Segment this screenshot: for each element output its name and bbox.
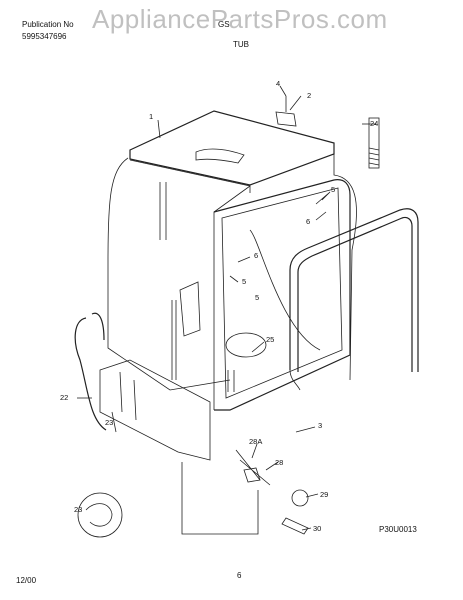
callout-22: 22 xyxy=(60,393,68,402)
leader-lines xyxy=(77,85,376,535)
callout-5a: 5 xyxy=(331,185,335,194)
callout-2: 2 xyxy=(307,91,311,100)
publication-number-label: Publication No xyxy=(22,20,74,29)
callout-4: 4 xyxy=(276,79,280,88)
door-gasket xyxy=(289,208,419,391)
watermark: AppliancePartsPros.com xyxy=(92,4,388,34)
callout-5c: 5 xyxy=(255,293,259,302)
callout-29: 29 xyxy=(320,490,328,499)
float-switch-parts xyxy=(243,467,309,535)
section-title: TUB xyxy=(233,40,249,49)
model-number: GS xyxy=(218,20,230,29)
callout-6a: 6 xyxy=(254,251,258,260)
callout-23b: 23 xyxy=(74,505,82,514)
part-number: 5995347696 xyxy=(22,32,67,41)
callout-23a: 23 xyxy=(105,418,113,427)
clamp-inset xyxy=(77,492,123,538)
callout-25: 25 xyxy=(266,335,274,344)
spring-part xyxy=(368,117,380,169)
revision-date: 12/00 xyxy=(16,576,37,585)
tub-body xyxy=(107,110,357,410)
page-number: 6 xyxy=(237,571,242,580)
bracket-part xyxy=(275,96,297,127)
drain-hose xyxy=(74,312,107,431)
callout-24: 24 xyxy=(370,119,378,128)
tub-base xyxy=(99,332,271,486)
callout-28: 28 xyxy=(275,458,283,467)
tub-front-frame xyxy=(213,179,351,411)
callout-1: 1 xyxy=(149,112,153,121)
figure-code: P30U0013 xyxy=(379,525,417,534)
callout-6b: 6 xyxy=(306,217,310,226)
callout-5b: 5 xyxy=(242,277,246,286)
callout-28a: 28A xyxy=(249,437,262,446)
callout-30: 30 xyxy=(313,524,321,533)
callout-3: 3 xyxy=(318,421,322,430)
